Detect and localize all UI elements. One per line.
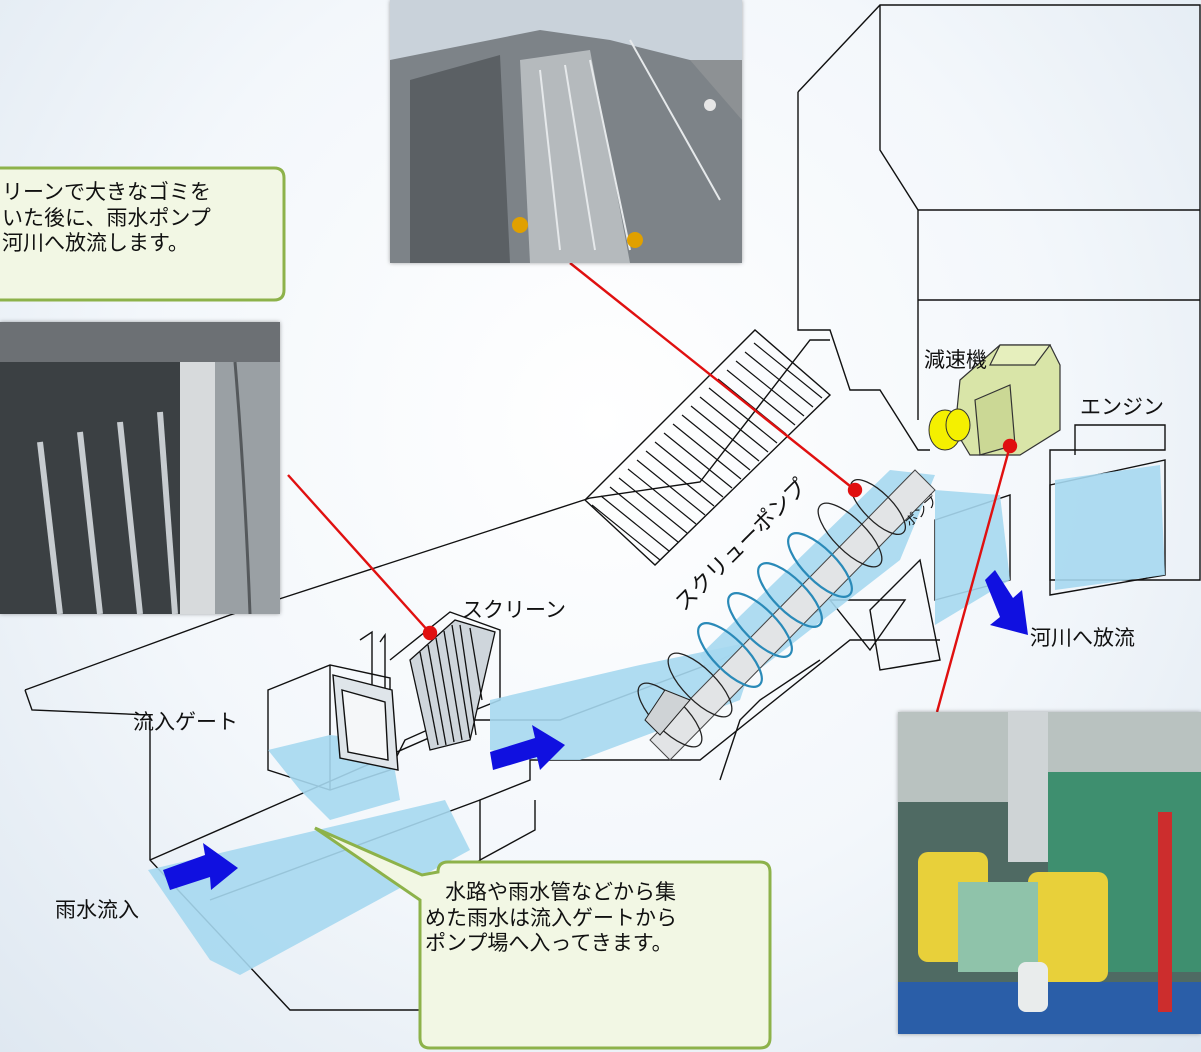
water-screen-channel	[490, 640, 760, 760]
callout-top-line3: 河川へ放流します。	[2, 231, 189, 256]
label-engine: エンジン	[1080, 395, 1164, 419]
arrow-screen	[490, 725, 565, 770]
coupling-icon	[928, 408, 971, 451]
screw-pump	[637, 469, 936, 761]
callout-top-shape	[0, 166, 286, 302]
engine-unit	[954, 344, 1061, 456]
callout-bottom-line2: めた雨水は流入ゲートから	[425, 905, 677, 930]
label-discharge: 河川へ放流	[1030, 626, 1135, 650]
callout-bottom-line3: ポンプ場へ入ってきます。	[425, 931, 673, 956]
label-inflow: 雨水流入	[55, 898, 139, 922]
screen-bars	[409, 619, 496, 751]
water-discharge-right	[1055, 465, 1165, 590]
stair-rack-outline	[583, 329, 832, 566]
label-screen: スクリーン	[462, 598, 566, 622]
leader-lines	[287, 262, 1018, 713]
callout-top: リーンで大きなゴミを いた後に、雨水ポンプ 河川へ放流します。	[2, 180, 280, 257]
photo-engine	[898, 712, 1201, 1034]
stair-rack-hatching	[591, 342, 823, 561]
callout-bottom-line1: 水路や雨水管などから集	[445, 880, 676, 904]
arrow-inflow	[163, 843, 238, 890]
callout-bottom: 水路や雨水管などから集 めた雨水は流入ゲートから ポンプ場へ入ってきます。	[425, 880, 765, 957]
arrow-discharge	[985, 570, 1028, 635]
callout-top-line2: いた後に、雨水ポンプ	[2, 205, 211, 230]
gate-panel	[332, 674, 399, 771]
callout-bottom-shape	[314, 826, 772, 1050]
photo-screw-pump-site	[390, 0, 742, 263]
label-reducer: 減速機	[924, 348, 987, 372]
callout-top-line1: リーンで大きなゴミを	[2, 180, 211, 204]
label-gate: 流入ゲート	[133, 710, 238, 734]
photo-screen	[0, 322, 280, 614]
water-inflow-channel	[148, 800, 470, 975]
flow-arrows	[163, 570, 1028, 890]
